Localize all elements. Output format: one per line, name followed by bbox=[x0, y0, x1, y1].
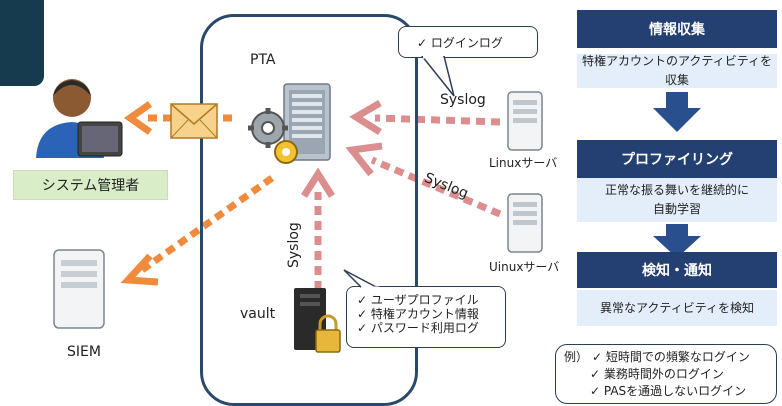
siem-label: SIEM bbox=[67, 344, 101, 360]
example-item-frequent-login: ✓ 短時間での頻繁なログイン bbox=[592, 350, 750, 364]
arrow-head-siem bbox=[120, 253, 159, 286]
vault-server-icon bbox=[294, 288, 341, 353]
login-log-callout: ✓ ログインログ bbox=[398, 26, 538, 58]
arrow-head-linux bbox=[349, 99, 382, 135]
step-collect-title: 情報収集 bbox=[577, 10, 777, 48]
step-detect-text: 異常なアクティビティを検知 bbox=[600, 300, 754, 315]
vault-label: vault bbox=[240, 306, 276, 322]
siem-server-icon bbox=[53, 249, 105, 329]
corner-tab bbox=[0, 0, 44, 86]
login-log-text: ✓ ログインログ bbox=[417, 35, 503, 50]
step-profiling-body: 正常な振る舞いを継続的に 自動学習 bbox=[577, 178, 777, 222]
step-collect-text: 特権アカウントのアクティビティを収集 bbox=[582, 54, 772, 87]
pta-label: PTA bbox=[250, 52, 276, 68]
uinux-server-icon bbox=[507, 193, 543, 253]
down-arrow-1 bbox=[653, 92, 701, 132]
arrow-linux-to-pta bbox=[374, 114, 501, 126]
syslog-label-top: Syslog bbox=[440, 92, 486, 108]
envelope-icon bbox=[170, 103, 218, 139]
vault-item-user-profile: ✓ ユーザプロファイル bbox=[357, 293, 479, 307]
login-log-callout-tail bbox=[421, 56, 455, 97]
uinux-server-label: Uinuxサーバ bbox=[489, 260, 560, 274]
examples-prefix: 例） bbox=[564, 350, 589, 364]
step-collect-body: 特権アカウントのアクティビティを収集 bbox=[577, 54, 777, 88]
system-admin-label: システム管理者 bbox=[13, 170, 168, 200]
arrow-uinux-to-pta bbox=[370, 156, 502, 218]
vault-item-account-info: ✓ 特権アカウント情報 bbox=[357, 307, 479, 321]
linux-server-icon bbox=[507, 91, 543, 151]
step-detect-body: 異常なアクティビティを検知 bbox=[577, 290, 777, 326]
arrow-head-admin bbox=[123, 101, 153, 135]
pta-server-icon bbox=[248, 83, 331, 164]
linux-server-label: Linuxサーバ bbox=[489, 156, 558, 170]
gear-icon bbox=[248, 108, 288, 148]
step-detect-title: 検知・通知 bbox=[577, 252, 777, 288]
syslog-label-vertical: Syslog bbox=[286, 222, 302, 268]
vault-info-callout: ✓ ユーザプロファイル ✓ 特権アカウント情報 ✓ パスワード利用ログ bbox=[346, 286, 506, 348]
step-profiling-text-1: 正常な振る舞いを継続的に bbox=[604, 183, 749, 197]
step-profiling-text-2: 自動学習 bbox=[652, 202, 701, 216]
examples-box: 例） ✓ 短時間での頻繁なログイン ✓ 業務時間外のログイン ✓ PASを通過し… bbox=[555, 344, 777, 404]
arrow-head-uinux bbox=[345, 142, 383, 177]
vault-item-password-log: ✓ パスワード利用ログ bbox=[357, 321, 479, 335]
step-profiling-title: プロファイリング bbox=[577, 140, 777, 178]
arrow-pta-to-siem bbox=[139, 175, 275, 273]
vault-callout-tail bbox=[343, 269, 379, 290]
admin-user-icon bbox=[36, 79, 123, 158]
example-item-off-hours-login: ✓ 業務時間外のログイン bbox=[590, 367, 724, 381]
example-item-bypass-pas-login: ✓ PASを通過しないログイン bbox=[590, 384, 747, 398]
arrow-head-vault bbox=[301, 167, 335, 198]
gold-gear-icon bbox=[274, 140, 298, 164]
lock-icon bbox=[315, 314, 341, 353]
